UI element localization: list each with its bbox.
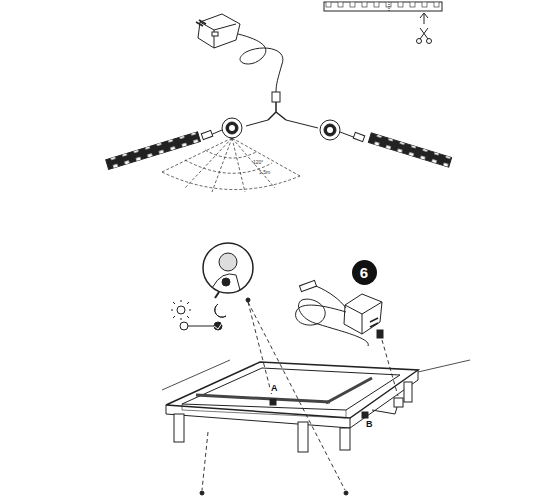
bed-frame: [182, 404, 346, 418]
scissors-icon: [427, 39, 432, 44]
mode-switch: [184, 326, 218, 327]
leader-line: [202, 432, 208, 490]
bed-frame: [162, 360, 470, 452]
detection-range: [185, 160, 272, 173]
led-strip-sample: [389, 2, 390, 11]
bed-frame: [182, 368, 400, 410]
mode-switch: [181, 323, 222, 329]
bed-frame: [394, 398, 403, 407]
magnifier: [203, 243, 253, 298]
power-adapter: [212, 32, 218, 36]
motion-sensor: [324, 124, 336, 136]
leader-dot: [344, 491, 348, 495]
detection-range: [162, 138, 300, 192]
magnifier: [219, 253, 237, 271]
adapter-cable: [296, 299, 369, 346]
led-strip-sample: [324, 2, 442, 11]
range-label: 1.5m: [258, 170, 271, 175]
mode-switch: [180, 322, 222, 330]
led-strip: [106, 132, 201, 170]
day-icon: [171, 300, 191, 320]
bed-frame: [166, 370, 418, 428]
led-strip: [368, 133, 451, 167]
callout-number: 6: [360, 265, 368, 280]
bed-frame: [326, 378, 372, 403]
power-adapter: [377, 330, 383, 338]
detection-range: [162, 138, 300, 192]
day-icon: [177, 306, 185, 314]
dc-plug: [299, 280, 316, 291]
motion-sensor: [320, 120, 340, 140]
bed-frame: [362, 412, 368, 418]
power-adapter: [196, 20, 206, 26]
cut-arrow: [420, 13, 428, 24]
motion-sensor: [327, 127, 333, 133]
magnifier: [222, 278, 230, 286]
motion-sensor: [229, 125, 235, 131]
magnifier: [212, 274, 240, 290]
leader-dot: [246, 298, 250, 302]
bed-frame: [270, 399, 276, 405]
connector: [201, 130, 212, 139]
night-icon: [215, 304, 226, 317]
scissors-icon: [417, 28, 432, 44]
scissors-icon: [417, 39, 422, 44]
bed-frame: [404, 382, 412, 402]
bed-frame: [166, 362, 418, 418]
led-strip: [368, 133, 451, 167]
bed-frame: [162, 360, 230, 390]
adapter-cable: [316, 286, 346, 308]
adapter-cable: [238, 34, 283, 92]
scissors-icon: [420, 28, 428, 39]
led-strip-sample: [324, 2, 442, 11]
y-splitter: [268, 102, 286, 120]
detection-range: [205, 150, 256, 158]
magnifier: [215, 292, 219, 298]
led-strip: [106, 132, 201, 170]
bed-frame: [340, 428, 350, 450]
day-icon: [171, 300, 191, 320]
bed-frame: [418, 360, 470, 372]
bed-frame: [196, 395, 330, 402]
leader-dot: [200, 491, 204, 495]
leader-line: [248, 302, 272, 396]
power-adapter: [196, 14, 240, 48]
bed-frame: [174, 414, 184, 442]
power-adapter: [344, 294, 382, 334]
magnifier: [203, 243, 253, 293]
motion-sensor: [222, 118, 242, 138]
motion-sensor: [320, 120, 340, 140]
part-label: A: [270, 384, 279, 393]
led-strip: [106, 132, 201, 170]
bed-frame: [298, 422, 308, 452]
led-strip-sample: [324, 2, 442, 11]
top-assembly: [106, 2, 452, 192]
power-adapter: [200, 22, 236, 48]
power-adapter: [344, 294, 383, 338]
angle-label: 120°: [252, 160, 264, 165]
motion-sensor: [226, 122, 238, 134]
bottom-assembly: [162, 243, 470, 495]
motion-sensor: [222, 118, 242, 138]
power-adapter: [345, 302, 382, 334]
power-adapter: [198, 14, 240, 48]
leader-line: [202, 302, 398, 490]
connector: [353, 132, 364, 141]
dc-connector: [272, 92, 280, 102]
part-label: B: [365, 420, 374, 429]
power-adapter: [370, 318, 378, 327]
callout-number: 6: [352, 260, 377, 285]
leader-line: [382, 340, 398, 396]
splitter-cable: [246, 120, 318, 128]
leader-line: [248, 302, 345, 490]
detection-range: [162, 172, 300, 190]
led-strip: [368, 133, 451, 167]
